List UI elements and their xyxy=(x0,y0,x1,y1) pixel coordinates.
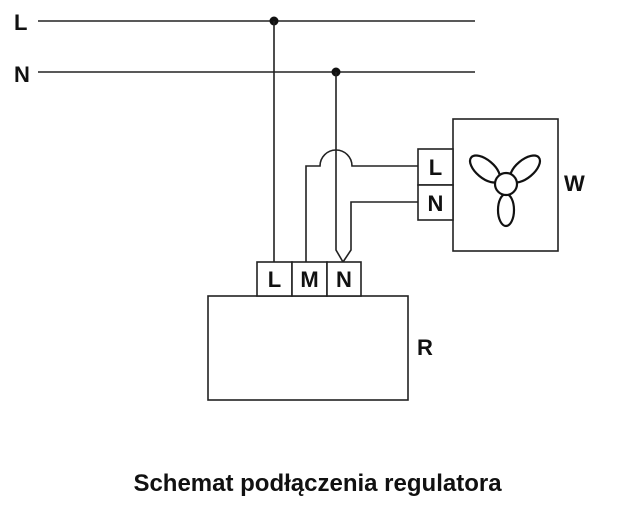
regulator-terminal-m-label: M xyxy=(300,267,318,292)
wire-n-to-regulator xyxy=(335,72,344,263)
regulator-box xyxy=(207,295,409,401)
regulator-terminal-m xyxy=(291,261,328,297)
wire-fan-n-to-regulator xyxy=(342,201,418,263)
fan-icon xyxy=(468,154,542,228)
fan-label: W xyxy=(564,171,585,196)
regulator-terminal-n-label: N xyxy=(336,267,352,292)
diagram-caption: Schemat podłączenia regulatora xyxy=(133,470,502,497)
fan-terminal-l-label: L xyxy=(429,155,442,180)
bus-label-n: N xyxy=(14,62,30,87)
fan-terminal-n xyxy=(417,184,454,221)
regulator-label: R xyxy=(417,335,433,360)
fan-terminal-n-label: N xyxy=(428,191,444,216)
regulator-terminal-n xyxy=(326,261,362,297)
fan-blade-bottom xyxy=(496,192,516,228)
bus-label-l: L xyxy=(14,10,27,35)
wire-m-to-fan-l xyxy=(305,149,418,262)
fan-hub xyxy=(493,171,519,197)
regulator-terminal-l-label: L xyxy=(268,267,281,292)
fan-terminal-l xyxy=(417,148,454,186)
